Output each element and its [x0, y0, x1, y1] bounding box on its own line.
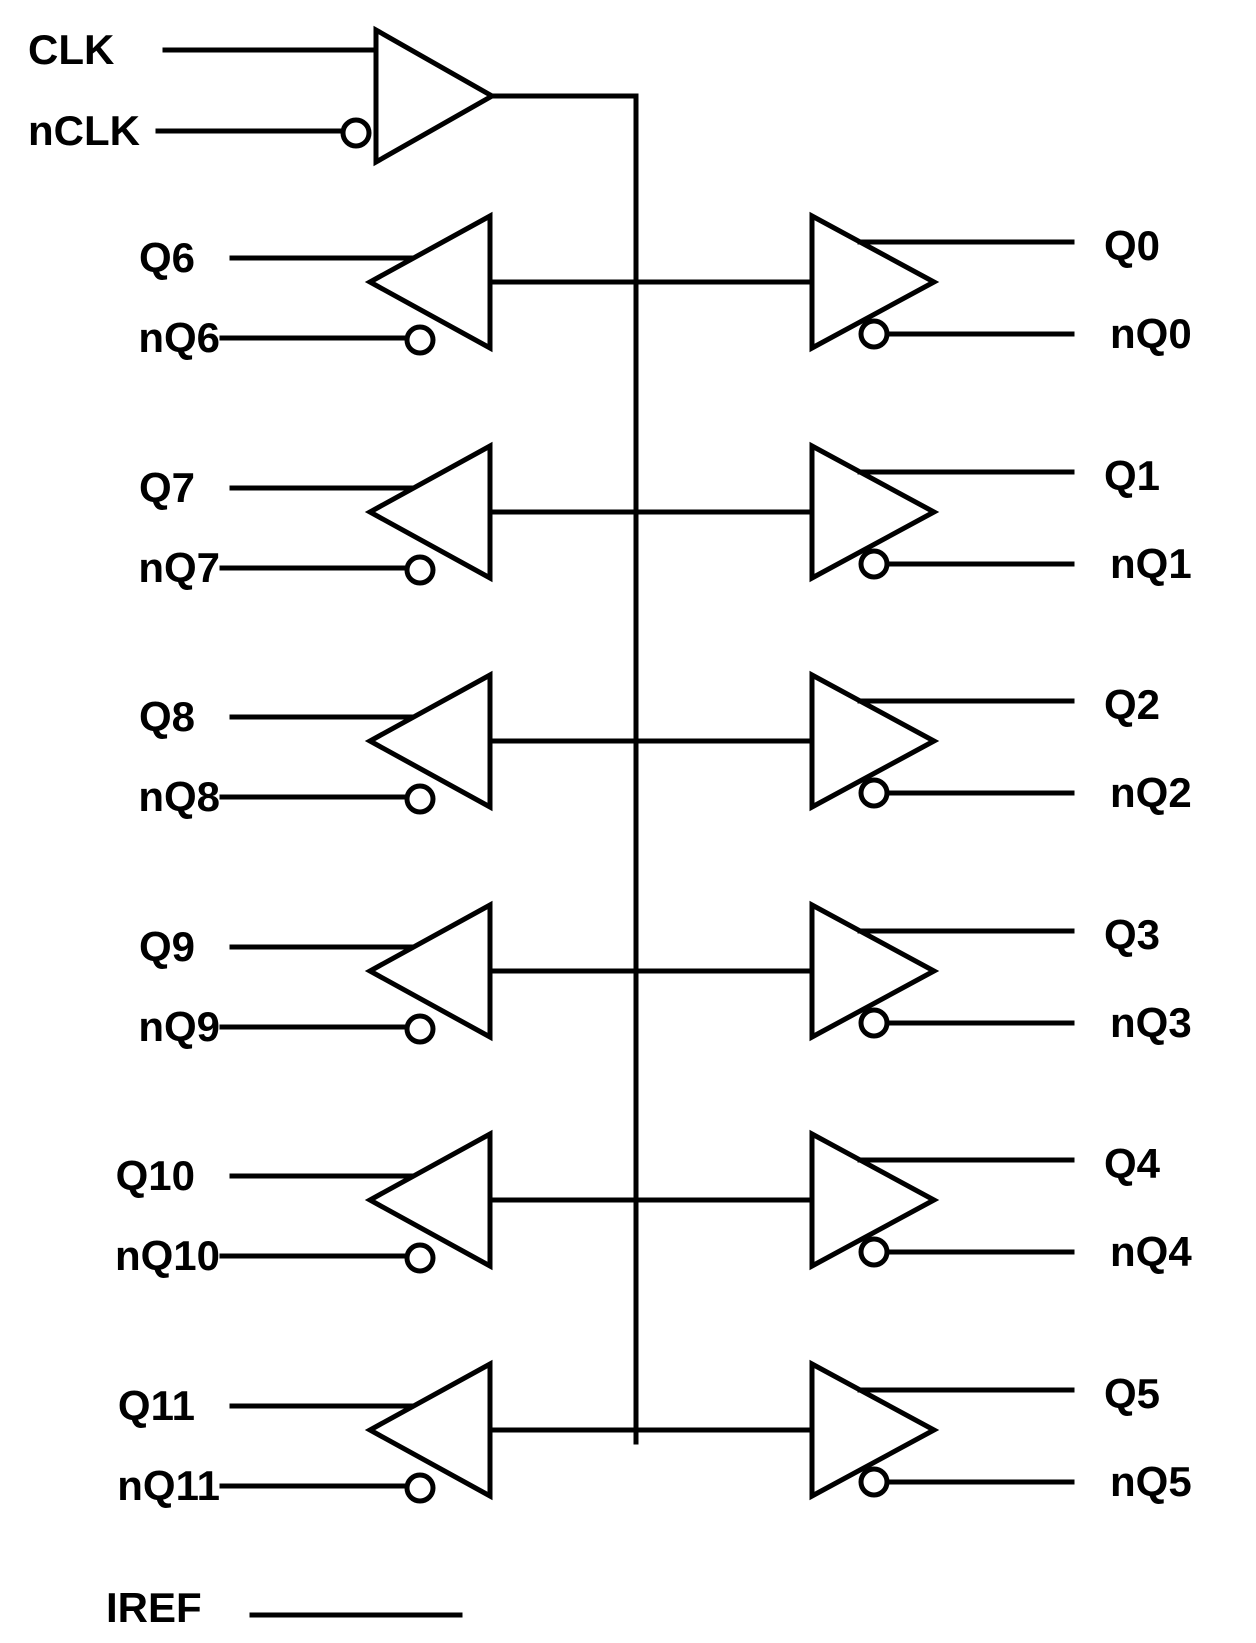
q-label: Q7: [139, 464, 195, 511]
nq-label: nQ8: [138, 773, 220, 820]
inversion-bubble: [858, 1466, 890, 1498]
iref-label: IREF: [106, 1584, 202, 1631]
nq-label: nQ7: [138, 544, 220, 591]
q-label: Q4: [1104, 1140, 1161, 1187]
nq-label: nQ2: [1110, 769, 1192, 816]
left-buffer-3: Q9 nQ9: [138, 900, 639, 1050]
nq-label: nQ4: [1110, 1228, 1192, 1275]
nq-label: nQ1: [1110, 540, 1192, 587]
buffer-triangle: [809, 1359, 940, 1501]
q-label: Q3: [1104, 911, 1160, 958]
inversion-bubble: [404, 554, 436, 586]
nq-label: nQ9: [138, 1003, 220, 1050]
buffer-triangle: [809, 441, 940, 583]
inversion-bubble: [404, 1242, 436, 1274]
q-label: Q8: [139, 693, 195, 740]
inversion-bubble: [404, 1472, 436, 1504]
right-buffer-2: Q2 nQ2: [633, 670, 1192, 816]
nq-label: nQ3: [1110, 999, 1192, 1046]
nq-label: nQ6: [138, 314, 220, 361]
q-label: Q0: [1104, 222, 1160, 269]
buffer-triangle: [809, 670, 940, 812]
q-label: Q1: [1104, 452, 1160, 499]
right-buffer-1: Q1 nQ1: [633, 441, 1192, 587]
inversion-bubble: [404, 1013, 436, 1045]
q-label: Q2: [1104, 681, 1160, 728]
inversion-bubble: [858, 777, 890, 809]
inversion-bubble: [858, 1236, 890, 1268]
nclk-inversion-bubble: [340, 117, 372, 149]
input-buffer: CLK nCLK: [28, 25, 639, 167]
right-buffer-5: Q5 nQ5: [633, 1359, 1192, 1505]
right-buffer-4: Q4 nQ4: [633, 1129, 1192, 1275]
q-label: Q6: [139, 234, 195, 281]
nq-label: nQ5: [1110, 1458, 1192, 1505]
inversion-bubble: [404, 324, 436, 356]
buffer-triangle: [809, 1129, 940, 1271]
right-buffer-3: Q3 nQ3: [633, 900, 1192, 1046]
input-buffer-triangle: [373, 25, 498, 167]
left-buffer-1: Q7 nQ7: [138, 441, 639, 591]
buffer-triangle: [809, 900, 940, 1042]
inversion-bubble: [858, 318, 890, 350]
right-buffer-0: Q0 nQ0: [633, 211, 1192, 357]
left-buffer-5: Q11 nQ11: [117, 1359, 639, 1509]
q-label: Q10: [116, 1152, 195, 1199]
q-label: Q9: [139, 923, 195, 970]
inversion-bubble: [404, 783, 436, 815]
inversion-bubble: [858, 1007, 890, 1039]
left-buffer-0: Q6 nQ6: [138, 211, 639, 361]
q-label: Q11: [118, 1382, 195, 1429]
nq-label: nQ11: [117, 1462, 220, 1509]
nq-label: nQ10: [115, 1232, 220, 1279]
nclk-label: nCLK: [28, 107, 140, 154]
iref: IREF: [106, 1584, 463, 1631]
left-buffer-4: Q10 nQ10: [115, 1129, 639, 1279]
q-label: Q5: [1104, 1370, 1160, 1417]
left-buffer-2: Q8 nQ8: [138, 670, 639, 820]
nq-label: nQ0: [1110, 310, 1192, 357]
clk-label: CLK: [28, 26, 114, 73]
inversion-bubble: [858, 548, 890, 580]
buffer-triangle: [809, 211, 940, 353]
